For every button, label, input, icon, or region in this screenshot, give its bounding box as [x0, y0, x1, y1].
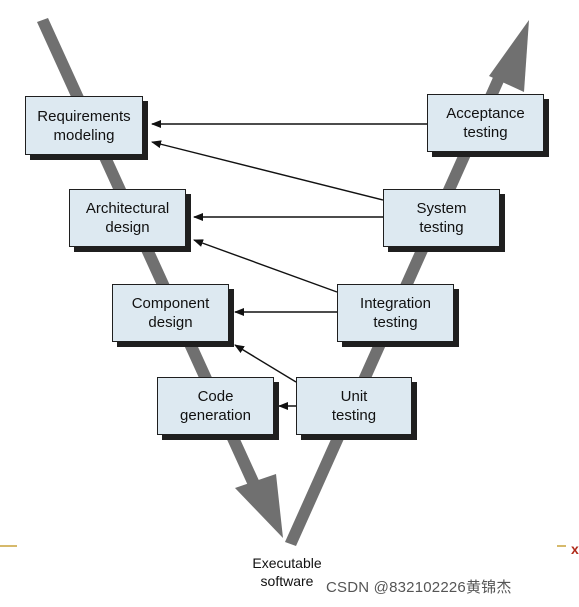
csdn-watermark: CSDN @832102226黄锦杰	[326, 579, 512, 596]
integration-testing-box: Integration testing	[337, 284, 454, 342]
requirements-modeling-box: Requirements modeling	[25, 96, 143, 155]
arrow-unit-to-component	[234, 344, 297, 383]
code-generation-box: Code generation	[157, 377, 274, 435]
unit-testing-box: Unit testing	[296, 377, 412, 435]
v-top-arrowhead	[489, 20, 529, 92]
system-testing-box: System testing	[383, 189, 500, 247]
executable-software-label: Executable software	[252, 555, 322, 589]
architectural-design-box: Architectural design	[69, 189, 186, 247]
acceptance-testing-box: Acceptance testing	[427, 94, 544, 152]
component-design-box: Component design	[112, 284, 229, 342]
arrow-integration-to-architectural	[193, 239, 338, 293]
v-bottom-arrowhead	[235, 474, 283, 538]
edge-mark-x: x	[571, 541, 579, 557]
arrow-system-to-requirements	[151, 140, 384, 201]
